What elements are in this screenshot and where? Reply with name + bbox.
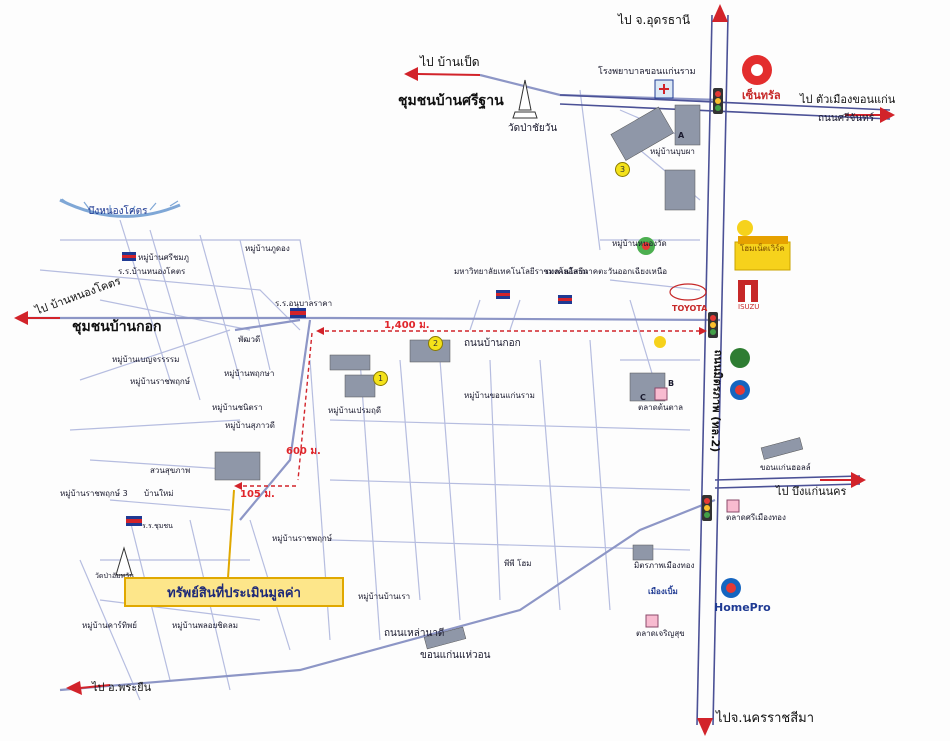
label-letter-c: C — [640, 393, 646, 402]
target-asset-label: ทรัพย์สินที่ประเมินมูลค่า — [124, 577, 344, 607]
central-logo — [742, 55, 772, 85]
label-home-mart: โฮมเน็ตเวิร์ค — [740, 244, 785, 253]
label-ban-mai: บ้านใหม่ — [144, 489, 174, 498]
label-school-2: ร.ร.ชุมชน — [142, 522, 173, 530]
label-mu-ban-c: หมู่บ้านพฤกษา — [224, 369, 275, 378]
label-mu-ban-prem: หมู่บ้านเปรมฤดี — [328, 406, 382, 415]
label-khon-kaen-hall: ขอนแก่นฮอลล์ — [760, 463, 811, 472]
label-mu-ban-h: หมู่บ้านบ้านเรา — [358, 592, 411, 601]
label-tech-isan: เทคโนโลยีภาคตะวันออกเฉียงเหนือ — [546, 267, 668, 276]
label-mu-ban-phu-dong: หมู่บ้านภูดอง — [245, 244, 290, 253]
label-market-2: ตลาดศรีเมืองทอง — [726, 513, 786, 522]
label-to-ban-pet: ไป บ้านเป็ด — [420, 55, 480, 69]
label-ban-kok-community: ชุมชนบ้านกอก — [72, 319, 162, 335]
label-temple-small: วัดป่าอัมพวัน — [95, 572, 134, 580]
label-mu-ban-d: หมู่บ้านชนิตรา — [212, 403, 263, 412]
label-bung-nong-khot: บึงหนองโคตร — [88, 206, 148, 217]
label-mu-ban-khon-kaen: หมู่บ้านขอนแก่นราม — [464, 391, 535, 400]
label-school-anuban: ร.ร.อนุบาลราคา — [275, 299, 333, 308]
label-sri-than-community: ชุมชนบ้านศรีฐาน — [398, 93, 504, 109]
label-mu-ban-e: หมู่บ้านสุภาวดี — [225, 421, 275, 430]
label-central: เซ็นทรัล — [742, 89, 781, 102]
label-hospital: โรงพยาบาลขอนแก่นราม — [598, 67, 696, 77]
label-letter-a: A — [678, 131, 685, 140]
label-school-nong-khot: ร.ร.บ้านหนองโคตร — [118, 267, 186, 276]
lake-shape — [59, 198, 181, 218]
label-distance-600: 600 ม. — [286, 446, 321, 457]
label-to-udon: ไป จ.อุดรธานี — [618, 13, 691, 27]
label-sarit-park: สวนสุขภาพ — [150, 466, 191, 475]
label-mu-ban-b: หมู่บ้านราชพฤกษ์ — [130, 377, 191, 386]
label-ban-kok-road: ถนนบ้านกอก — [464, 338, 521, 349]
label-pp-home: พีพี โฮม — [504, 559, 532, 568]
label-wat-pa: วัดป่าชัยวัน — [508, 123, 558, 134]
label-rmut-isan: มหาวิทยาลัยเทคโนโลยีราชมงคลอีสาน — [454, 267, 588, 276]
label-mu-ban-sri-chomphu: หมู่บ้านศรีชมภู — [138, 253, 189, 262]
marker-2: 2 — [428, 336, 443, 351]
label-to-bung-kaen-nakhon: ไป บึงแก่นนคร — [776, 485, 847, 498]
traffic-lights — [702, 88, 723, 521]
label-mu-ban-bu-pha: หมู่บ้านบุบผา — [650, 147, 695, 156]
label-mu-ban-g: หมู่บ้านพลอยชิดลม — [172, 621, 239, 630]
label-isuzu: ISUZU — [738, 303, 760, 311]
label-mittraphap-road: ถนนมิตรภาพ (ทล.2) — [708, 349, 725, 453]
marker-1: 1 — [373, 371, 388, 386]
label-nehana-road: ถนนเหล่านาดี — [384, 628, 445, 639]
label-toyota: TOYOTA — [672, 304, 708, 313]
label-letter-b: B — [668, 379, 675, 388]
label-big-c: เมืองเบิ้ม — [648, 587, 678, 596]
marker-3: 3 — [615, 162, 630, 177]
label-to-city: ไป ตัวเมืองขอนแก่น — [800, 93, 896, 106]
label-sri-chan-road: ถนนศรีจันทร์ — [818, 113, 875, 124]
label-mu-ban-ratchaphruek: หมู่บ้านราชพฤกษ์ — [272, 534, 333, 543]
label-distance-1400: 1,400 ม. — [384, 320, 430, 331]
label-pavilion: พัฒวดี — [238, 335, 261, 344]
label-mu-ban-a: หมู่บ้านเบญจรรรรม — [112, 355, 180, 364]
label-homepro: HomePro — [714, 601, 771, 614]
label-mu-ban-f: หมู่บ้านคาร์ทิพย์ — [82, 621, 137, 630]
label-market-1: ตลาดต้นตาล — [638, 403, 684, 412]
label-distance-105: 105 ม. — [240, 489, 275, 500]
label-market-3: ตลาดเจริญสุข — [636, 629, 685, 638]
label-mu-ban-nong: หมู่บ้านหนองวัด — [612, 239, 667, 248]
label-to-pra-yuen: ไป อ.พระยืน — [92, 681, 152, 694]
label-to-korat: ไปจ.นครราชสีมา — [716, 711, 815, 726]
label-mitr-phap-mall: มิตรภาพเมืองทอง — [634, 561, 695, 570]
label-khon-kaen-hao: ขอนแก่นแห่วอน — [420, 650, 491, 661]
label-mu-ban-rat: หมู่บ้านราชพฤกษ์ 3 — [60, 489, 128, 498]
